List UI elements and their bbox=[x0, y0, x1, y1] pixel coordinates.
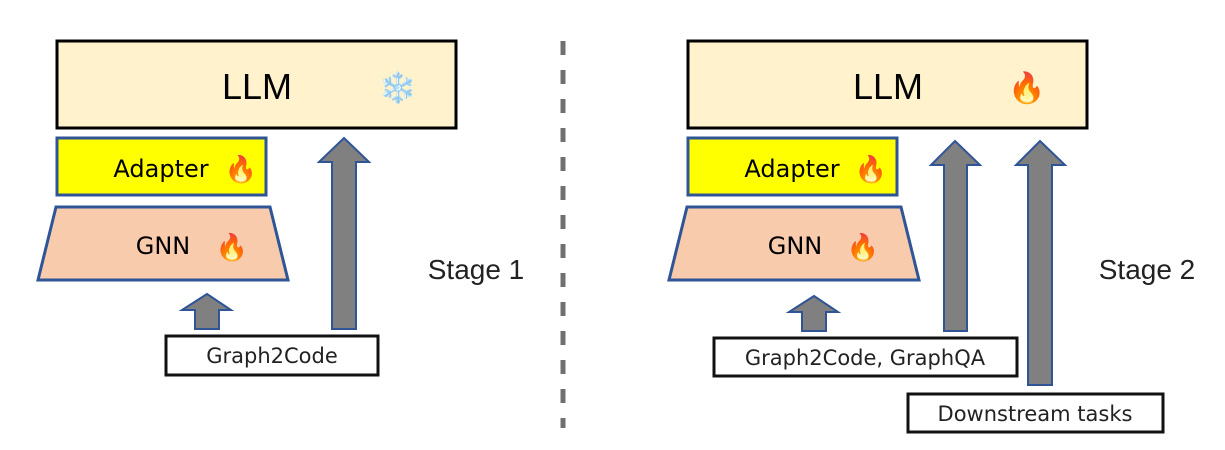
stage1-gnn-label: GNN bbox=[136, 232, 191, 260]
fire-icon: 🔥 bbox=[216, 232, 248, 262]
stage1-gnn-trapezoid bbox=[36, 205, 290, 282]
stage1-task-box-graph2code bbox=[164, 334, 380, 377]
stage2-llm-box bbox=[686, 39, 1089, 130]
stage2-gnn-trapezoid bbox=[667, 205, 921, 282]
stage2-task-label-downstream: Downstream tasks bbox=[938, 402, 1133, 426]
stage1-panel: LLM ❄️ Adapter 🔥 GNN 🔥 Graph2Code Stage … bbox=[36, 39, 525, 377]
fire-icon: 🔥 bbox=[225, 154, 257, 184]
stage1-llm-box bbox=[55, 39, 458, 130]
stage1-adapter-box bbox=[55, 136, 268, 197]
stage2-arrow-to-gnn bbox=[785, 294, 842, 332]
stage1-llm-label: LLM bbox=[222, 66, 292, 107]
snowflake-icon: ❄️ bbox=[379, 70, 416, 105]
stage1-arrow-to-llm bbox=[316, 136, 372, 330]
stage1-arrow-to-gnn bbox=[178, 292, 235, 330]
stage2-task-label-pretrain: Graph2Code, GraphQA bbox=[745, 346, 986, 370]
stage2-adapter-label: Adapter bbox=[744, 155, 839, 183]
stage2-task-box-graph2code-graphqa bbox=[712, 336, 1019, 378]
stage2-gnn-label: GNN bbox=[768, 232, 823, 260]
fire-icon: 🔥 bbox=[1008, 70, 1045, 105]
stage1-task-label: Graph2Code bbox=[206, 344, 338, 368]
stage1-label: Stage 1 bbox=[428, 254, 525, 285]
stage2-task-box-downstream bbox=[906, 392, 1165, 434]
stage2-arrow-downstream-to-llm bbox=[1013, 139, 1068, 386]
stage2-panel: LLM 🔥 Adapter 🔥 GNN 🔥 Graph2Code, GraphQ… bbox=[667, 39, 1196, 434]
stage2-arrow-tasks-to-llm bbox=[928, 139, 983, 332]
fire-icon: 🔥 bbox=[847, 232, 879, 262]
fire-icon: 🔥 bbox=[855, 154, 887, 184]
stage1-adapter-label: Adapter bbox=[113, 155, 208, 183]
stage2-label: Stage 2 bbox=[1099, 254, 1196, 285]
stage2-adapter-box bbox=[686, 136, 899, 197]
stage2-llm-label: LLM bbox=[853, 66, 923, 107]
